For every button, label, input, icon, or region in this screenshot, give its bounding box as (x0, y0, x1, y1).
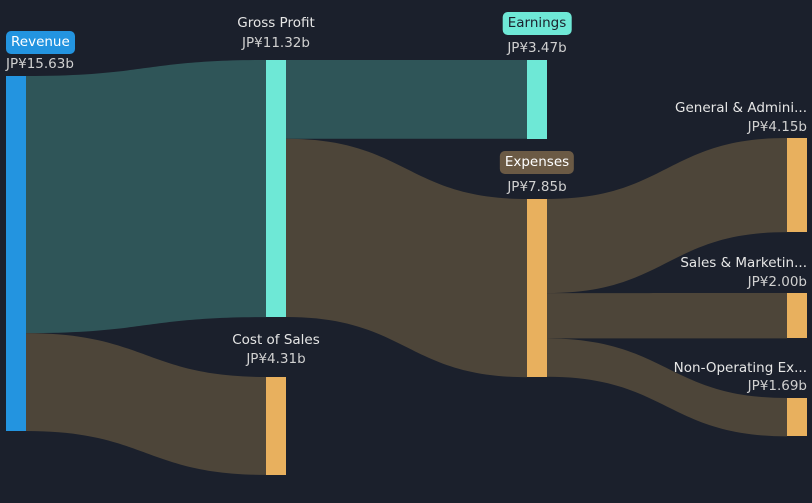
link-expenses-to-general_admin (547, 138, 787, 294)
link-expenses-to-sales_marketing (547, 293, 787, 339)
node-revenue (6, 76, 26, 431)
node-gross_profit (266, 60, 286, 317)
node-value-non_operating: JP¥1.69b (747, 378, 807, 394)
node-label-general_admin: General & Admini... (675, 100, 807, 116)
node-value-revenue: JP¥15.63b (6, 56, 74, 72)
node-cost_of_sales (266, 377, 286, 475)
link-gross_profit-to-earnings (286, 60, 527, 139)
node-value-expenses: JP¥7.85b (507, 179, 567, 195)
node-label-non_operating: Non-Operating Ex... (673, 360, 807, 376)
node-label-earnings: Earnings (502, 12, 572, 35)
node-label-revenue: Revenue (6, 31, 75, 54)
link-revenue-to-cost_of_sales (26, 333, 266, 475)
node-non_operating (787, 398, 807, 436)
node-label-expenses: Expenses (499, 151, 575, 174)
node-general_admin (787, 138, 807, 232)
link-expenses-to-non_operating (547, 338, 787, 437)
node-expenses (527, 199, 547, 377)
node-label-gross_profit: Gross Profit (237, 15, 315, 31)
link-revenue-to-gross_profit (26, 60, 266, 334)
node-earnings (527, 60, 547, 139)
node-value-general_admin: JP¥4.15b (747, 119, 807, 135)
node-sales_marketing (787, 293, 807, 338)
link-gross_profit-to-expenses (286, 138, 527, 378)
node-value-cost_of_sales: JP¥4.31b (246, 351, 306, 367)
node-label-cost_of_sales: Cost of Sales (232, 332, 320, 348)
node-label-sales_marketing: Sales & Marketin... (680, 255, 807, 271)
node-value-gross_profit: JP¥11.32b (242, 35, 310, 51)
node-value-earnings: JP¥3.47b (507, 40, 567, 56)
node-value-sales_marketing: JP¥2.00b (747, 274, 807, 290)
